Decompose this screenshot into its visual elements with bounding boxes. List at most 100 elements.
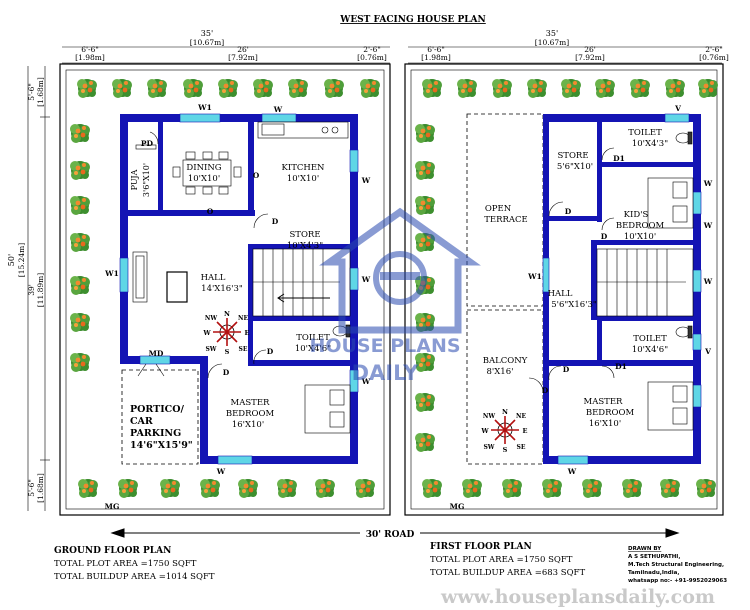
f-d-hall: D (563, 365, 570, 374)
dim-w-left: 6'-6" (81, 45, 99, 54)
f-dim-w-mid-m: [7.92m] (575, 53, 605, 62)
f-toilet1-size: 10'X4'3" (632, 139, 668, 149)
dim-width-total: 35' (201, 29, 213, 38)
f-kids-bedroom: BEDROOM (616, 221, 665, 231)
f-store-size: 5'6"X10' (557, 162, 593, 172)
first-compass (491, 416, 519, 444)
f-balcony-label: BALCONY (483, 356, 528, 366)
dim-h-total: 50' (7, 254, 16, 266)
f-dim-width-total-m: [10.67m] (535, 38, 570, 47)
ground-plan-name: GROUND FLOOR PLAN (54, 546, 171, 556)
g-w-right1: W (361, 176, 371, 185)
f-w-r2: W (703, 221, 713, 230)
dim-h-total-m: [15.24m] (17, 243, 26, 278)
g-compass-se: SE (239, 346, 248, 353)
f-door-d1: D (565, 207, 572, 216)
watermark-line1: HOUSE PLANS (309, 335, 460, 357)
f-toilet1-label: TOILET (628, 128, 662, 138)
dim-h-bot-m: [1.68m] (36, 473, 45, 503)
dim-w-right: 2'-6" (363, 45, 381, 54)
first-floor-plan: 35' [10.67m] 6'-6" [1.98m] 26' [7.92m] 2… (404, 29, 729, 516)
first-staircase (596, 248, 694, 317)
f-v2: V (704, 347, 711, 356)
f-compass-w: W (480, 427, 489, 435)
dim-h-bot: 5'-6" (27, 479, 36, 497)
g-compass-sw: SW (205, 346, 216, 353)
first-plot-boundary (404, 63, 724, 516)
ground-staircase (252, 248, 351, 317)
dining-label: DINING (186, 163, 221, 173)
puja-size: 3'6"X10' (142, 163, 151, 197)
f-w-r1: W (703, 179, 713, 188)
credit-place: Tamilnadu,India, (628, 570, 679, 576)
ground-compass (213, 318, 241, 346)
g-master-label: MASTER (231, 398, 271, 408)
g-door-d2: D (267, 347, 274, 356)
g-toilet-label: TOILET (296, 333, 330, 343)
f-store-label: STORE (557, 151, 588, 161)
parking-size: 14'6"X15'9" (130, 440, 193, 451)
portico-outline (121, 369, 199, 465)
dim-h-top-m: [1.68m] (36, 77, 45, 107)
g-hall-size: 14'X16'3" (201, 284, 243, 294)
page-title: WEST FACING HOUSE PLAN (339, 15, 486, 25)
g-w1-left: W1 (104, 269, 119, 278)
f-kids-size: 10'X10' (624, 232, 656, 242)
f-w1-left: W1 (527, 272, 542, 281)
dim-w-right-m: [0.76m] (357, 53, 387, 62)
puja-label: PUJA (130, 169, 139, 190)
f-compass-e: E (523, 427, 528, 435)
f-dim-w-right: 2'-6" (705, 45, 723, 54)
website-url: www.houseplansdaily.com (440, 586, 715, 608)
ground-plot-boundary (59, 63, 391, 516)
g-w-right2: W (361, 275, 371, 284)
car-label: CAR (130, 416, 153, 427)
first-buildup-area: TOTAL BUILDUP AREA =683 SQFT (430, 568, 585, 578)
credit-degree: M.Tech Structural Engineering, (628, 562, 724, 568)
f-compass-nw: NW (483, 413, 495, 420)
f-toilet2-label: TOILET (633, 334, 667, 344)
f-compass-se: SE (517, 444, 526, 451)
f-door-d2: D (601, 232, 608, 241)
first-wcs (675, 131, 693, 339)
g-compass-ne: NE (238, 315, 248, 322)
f-dim-width-total: 35' (546, 29, 558, 38)
drawn-by: DRAWN BY (628, 546, 662, 552)
first-beds (647, 177, 694, 431)
dim-w-left-m: [1.98m] (75, 53, 105, 62)
g-toilet-size: 10'X4'6" (295, 344, 331, 354)
g-w-bot: W (216, 467, 226, 476)
first-plot-area: TOTAL PLOT AREA =1750 SQFT (430, 555, 573, 565)
f-compass-ne: NE (516, 413, 526, 420)
dim-h-mid-m: [11.89m] (36, 273, 45, 308)
dining-table (172, 151, 242, 195)
g-door-d3: D (223, 368, 230, 377)
ground-bed (304, 384, 351, 434)
g-compass-e: E (245, 329, 250, 337)
watermark-logo: HOUSE PLANS DAILY (309, 207, 481, 385)
kitchen-counter (257, 121, 349, 139)
road-arrow (110, 528, 680, 538)
kitchen-label: KITCHEN (282, 163, 325, 173)
g-master-size: 16'X10' (232, 420, 264, 430)
f-mg: MG (450, 502, 465, 511)
f-w-r3: W (703, 277, 713, 286)
g-bedroom-label: BEDROOM (226, 409, 275, 419)
f-compass-n: N (502, 408, 508, 416)
f-bedroom-label: BEDROOM (586, 408, 635, 418)
f-compass-sw: SW (483, 444, 494, 451)
credit-name: A S SETHUPATHI, (628, 554, 680, 560)
credit-phone: whatsapp no:- +91-9952029063 (628, 578, 727, 584)
f-terrace-label: TERRACE (484, 215, 528, 225)
f-kids-label: KID'S (624, 210, 649, 220)
first-plan-name: FIRST FLOOR PLAN (430, 542, 532, 552)
f-balcony-size: 8'X16' (487, 367, 514, 377)
first-doors (528, 147, 615, 393)
ground-dimension-lines (27, 46, 390, 511)
g-o1: O (253, 171, 260, 180)
f-compass-s: S (503, 446, 508, 454)
watermark-line2: DAILY (352, 361, 420, 385)
g-o2: O (207, 207, 214, 216)
dim-w-mid-m: [7.92m] (228, 53, 258, 62)
puja-box (135, 131, 159, 150)
